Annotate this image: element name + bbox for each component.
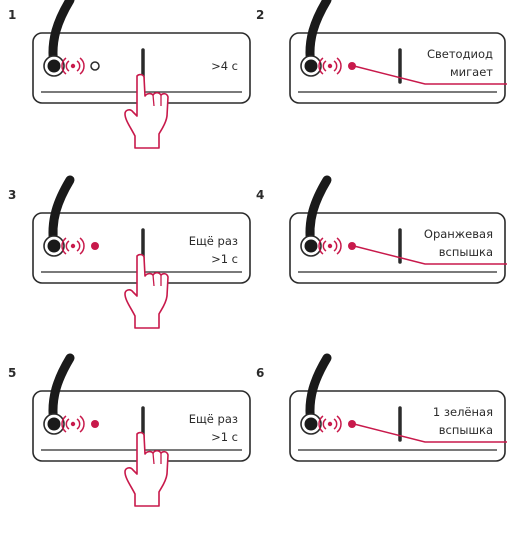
step-label-line: >1 с: [211, 252, 238, 266]
led-indicator-off: [90, 61, 100, 71]
step-number: 4: [256, 188, 265, 202]
connector-plug: [47, 59, 61, 73]
step-label: >4 с: [211, 57, 238, 75]
pointing-hand-icon: [124, 431, 169, 507]
contactless-icon: [61, 237, 85, 255]
callout-line: [353, 423, 507, 443]
step-6: 6 1 зелёная вспышка: [256, 353, 511, 533]
step-label-line: >1 с: [211, 430, 238, 444]
step-number: 6: [256, 366, 265, 380]
led-indicator-on: [91, 420, 99, 428]
connector-plug: [304, 417, 318, 431]
step-label-line: вспышка: [438, 423, 493, 437]
device-illustration: [32, 353, 251, 507]
led-indicator-on: [91, 242, 99, 250]
contactless-icon: [61, 415, 85, 433]
step-number: 5: [8, 366, 17, 380]
step-number: 2: [256, 8, 265, 22]
led-indicator-on: [348, 242, 356, 250]
device-illustration: [289, 175, 507, 284]
step-label: Оранжевая вспышка: [424, 225, 493, 261]
device-body: [289, 212, 506, 284]
device-illustration: [289, 353, 507, 462]
connector-plug: [47, 417, 61, 431]
step-label-line: Ещё раз: [188, 412, 238, 426]
step-label-line: Оранжевая: [423, 227, 493, 241]
connector-plug: [304, 239, 318, 253]
step-number: 3: [8, 188, 17, 202]
device-body: [289, 32, 506, 104]
step-label-line: Светодиод: [426, 47, 493, 61]
contactless-icon: [318, 237, 342, 255]
step-label-line: мигает: [449, 65, 493, 79]
pointing-hand-icon: [124, 73, 169, 149]
step-label-line: Ещё раз: [188, 234, 238, 248]
led-indicator-on: [348, 420, 356, 428]
connector-plug: [304, 59, 318, 73]
callout-line: [353, 245, 507, 265]
device-illustration: [32, 0, 251, 149]
callout-line: [353, 65, 507, 85]
step-label: Ещё раз >1 с: [189, 410, 238, 446]
device-body: [289, 390, 506, 462]
step-label-line: 1 зелёная: [432, 405, 493, 419]
contactless-icon: [318, 415, 342, 433]
step-label: Ещё раз >1 с: [189, 232, 238, 268]
step-label-line: вспышка: [438, 245, 493, 259]
step-label: Светодиод мигает: [427, 45, 493, 81]
step-1: 1 >4 с: [0, 0, 255, 175]
step-number: 1: [8, 8, 17, 22]
led-indicator-on: [348, 62, 356, 70]
step-label: 1 зелёная вспышка: [433, 403, 493, 439]
contactless-icon: [318, 57, 342, 75]
device-illustration: [289, 0, 507, 104]
contactless-icon: [61, 57, 85, 75]
connector-plug: [47, 239, 61, 253]
step-label-line: >4 с: [211, 59, 238, 73]
device-illustration: [32, 175, 251, 329]
pointing-hand-icon: [124, 253, 169, 329]
